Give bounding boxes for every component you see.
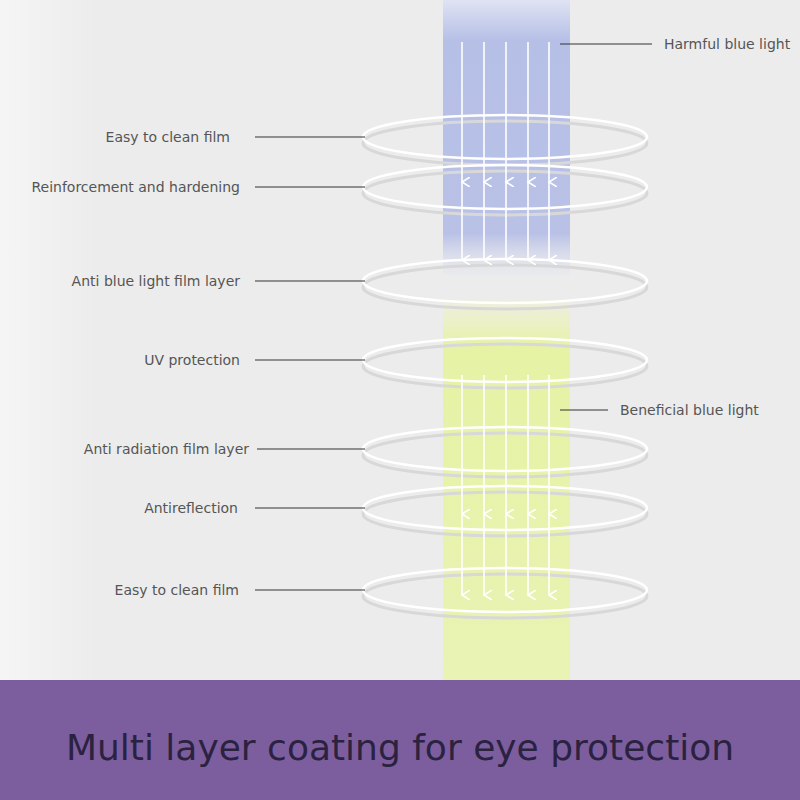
lens-layer xyxy=(363,486,647,530)
blue-light-arrow xyxy=(527,42,529,182)
blue-light-arrow xyxy=(483,514,485,595)
blue-light-arrow xyxy=(461,375,463,514)
lens-layer xyxy=(363,568,647,612)
layer-label: Easy to clean film xyxy=(106,128,230,146)
blue-light-arrow xyxy=(505,375,507,514)
leader-line xyxy=(560,44,652,45)
layer-label: Beneficial blue light xyxy=(620,401,759,419)
blue-light-arrow xyxy=(461,182,463,260)
blue-light-arrow xyxy=(548,42,550,182)
leader-line xyxy=(255,360,365,361)
lens-layer xyxy=(363,259,647,303)
layer-label: UV protection xyxy=(144,351,240,369)
layer-label: Reinforcement and hardening xyxy=(31,178,240,196)
leader-line xyxy=(560,410,608,411)
leader-line xyxy=(255,137,365,138)
blue-light-arrow xyxy=(548,514,550,595)
layer-label: Antireflection xyxy=(144,499,238,517)
blue-light-arrow xyxy=(483,42,485,182)
blue-light-arrow xyxy=(527,514,529,595)
leader-line xyxy=(255,590,365,591)
leader-line xyxy=(255,508,365,509)
blue-light-arrow xyxy=(548,375,550,514)
layer-label: Anti radiation film layer xyxy=(84,440,249,458)
blue-light-arrow xyxy=(461,514,463,595)
title: Multi layer coating for eye protection xyxy=(0,720,800,776)
blue-light-arrow xyxy=(505,42,507,182)
blue-light-arrow xyxy=(527,182,529,260)
blue-light-arrow xyxy=(483,182,485,260)
leader-line xyxy=(255,187,365,188)
lens-layer xyxy=(363,338,647,382)
blue-light-arrow xyxy=(461,42,463,182)
layer-label: Anti blue light film layer xyxy=(72,272,240,290)
blue-light-arrow xyxy=(548,182,550,260)
leader-line xyxy=(257,449,365,450)
lens-layer xyxy=(363,165,647,209)
blue-light-arrow xyxy=(505,182,507,260)
leader-line xyxy=(255,281,365,282)
lens-layer xyxy=(363,427,647,471)
blue-light-arrow xyxy=(505,514,507,595)
blue-light-arrow xyxy=(527,375,529,514)
lens-layer xyxy=(363,115,647,159)
blue-light-arrow xyxy=(483,375,485,514)
layer-label: Harmful blue light xyxy=(664,35,790,53)
layer-label: Easy to clean film xyxy=(115,581,239,599)
